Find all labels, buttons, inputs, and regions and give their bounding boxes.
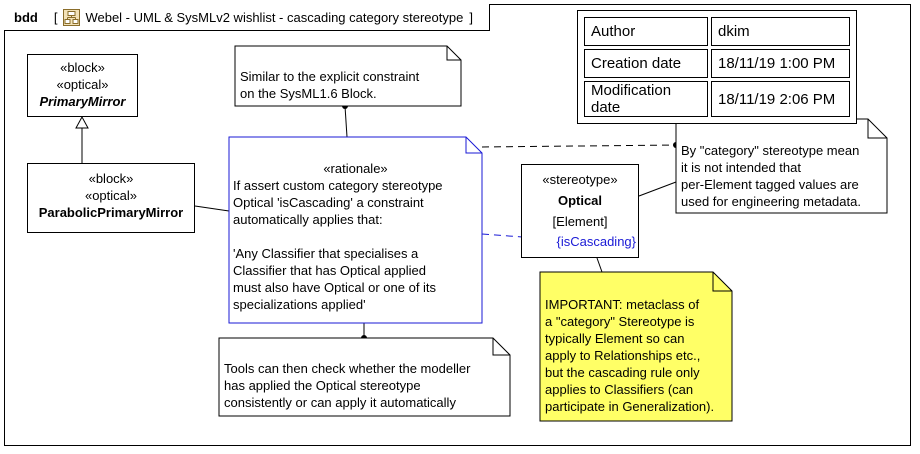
generalization-arrowhead [75, 115, 89, 129]
table-row: Modification date 18/11/19 2:06 PM [584, 81, 850, 117]
category-note-line: per-Element tagged values are [681, 177, 859, 192]
metadata-label-author: Author [584, 17, 708, 46]
tools-note[interactable]: Tools can then check whether the modelle… [224, 360, 470, 411]
constraint-note-shape [234, 45, 462, 107]
rationale-line: specializations applied' [233, 297, 366, 312]
rationale-line: 'Any Classifier that specialises a [233, 246, 419, 261]
parabolic-name: ParabolicPrimaryMirror [38, 205, 184, 220]
important-note-line: apply to Relationships etc., [545, 348, 701, 363]
frame-keyword: bdd [14, 9, 38, 25]
block-diagram-icon [63, 8, 81, 26]
rationale-line: must also have Optical or one of its [233, 280, 437, 295]
frame-close-bracket: ] [469, 9, 473, 25]
metadata-label-creation: Creation date [584, 49, 708, 78]
stereotype-to-category-anchor [638, 181, 677, 197]
rationale-to-category-dash [481, 144, 677, 148]
category-note-line: it is not intended that [681, 160, 801, 175]
stereotype-keyword: «stereotype» [542, 172, 618, 187]
tools-note-line: has applied the Optical stereotype [224, 378, 421, 393]
rationale-anchor-line [194, 205, 230, 212]
stereotype-metaclass: [Element] [552, 214, 608, 229]
category-note-line: used for engineering metadata. [681, 194, 861, 209]
important-note-line: typically Element so can [545, 331, 685, 346]
constraint-note-line: on the SysML1.6 Block. [240, 86, 377, 101]
rationale-line: Classifier that has Optical applied [233, 263, 426, 278]
important-note-line: IMPORTANT: metaclass of [545, 297, 700, 312]
primary-mirror-name: PrimaryMirror [39, 94, 126, 109]
frame-open-bracket: [ [53, 9, 58, 25]
stereotype-optical-box[interactable]: «stereotype» Optical [Element] {isCascad… [521, 164, 639, 258]
category-note-line: By "category" stereotype mean [681, 143, 860, 158]
block-primary-mirror[interactable]: «block» «optical» PrimaryMirror [27, 54, 138, 117]
rationale-keyword: «rationale» [323, 161, 388, 176]
primary-mirror-stereotype-optical: «optical» [56, 77, 109, 92]
diagram-frame-tab: bdd [ Webel - UML & SysMLv2 wishlist - c… [4, 4, 490, 31]
rationale-note[interactable]: «rationale» If assert custom category st… [233, 160, 478, 313]
frame-title: Webel - UML & SysMLv2 wishlist - cascadi… [85, 9, 464, 25]
tools-note-line: consistently or can apply it automatical… [224, 395, 456, 410]
metadata-value-author: dkim [711, 17, 850, 46]
important-note[interactable]: IMPORTANT: metaclass of a "category" Ste… [545, 296, 714, 415]
primary-mirror-stereotype-block: «block» [60, 60, 105, 75]
important-note-line: participate in Generalization). [545, 399, 715, 414]
metadata-table: Author dkim Creation date 18/11/19 1:00 … [577, 10, 857, 124]
tools-note-line: Tools can then check whether the modelle… [224, 361, 471, 376]
metadata-label-modification: Modification date [584, 81, 708, 117]
metadata-value-modification: 18/11/19 2:06 PM [711, 81, 850, 117]
stereotype-name: Optical [557, 193, 603, 208]
table-row: Creation date 18/11/19 1:00 PM [584, 49, 850, 78]
important-note-line: a "category" Stereotype is [545, 314, 695, 329]
constraint-note-line: Similar to the explicit constraint [240, 69, 420, 84]
important-note-shape [539, 271, 733, 422]
constraint-note[interactable]: Similar to the explicit constraint on th… [240, 68, 419, 102]
parabolic-stereotype-block: «block» [88, 171, 134, 186]
rationale-line [233, 228, 478, 245]
block-parabolic-primary-mirror[interactable]: «block» «optical» ParabolicPrimaryMirror [27, 163, 195, 233]
parabolic-stereotype-optical: «optical» [84, 188, 138, 203]
rationale-note-shape [228, 136, 483, 324]
constraint-note-anchor [344, 105, 348, 138]
rationale-line: If assert custom category stereotype [233, 178, 443, 193]
important-note-line: but the cascading rule only [545, 365, 700, 380]
metadata-value-creation: 18/11/19 1:00 PM [711, 49, 850, 78]
rationale-line: automatically applies that: [233, 212, 383, 227]
table-row: Author dkim [584, 17, 850, 46]
tools-note-shape [218, 337, 511, 417]
stereotype-property-iscascading: {isCascading} [556, 234, 637, 249]
rationale-line: Optical 'isCascading' a constraint [233, 195, 424, 210]
category-note[interactable]: By "category" stereotype mean it is not … [681, 142, 861, 210]
stereotype-to-important-anchor [596, 257, 603, 273]
important-note-line: applies to Classifiers (can [545, 382, 694, 397]
